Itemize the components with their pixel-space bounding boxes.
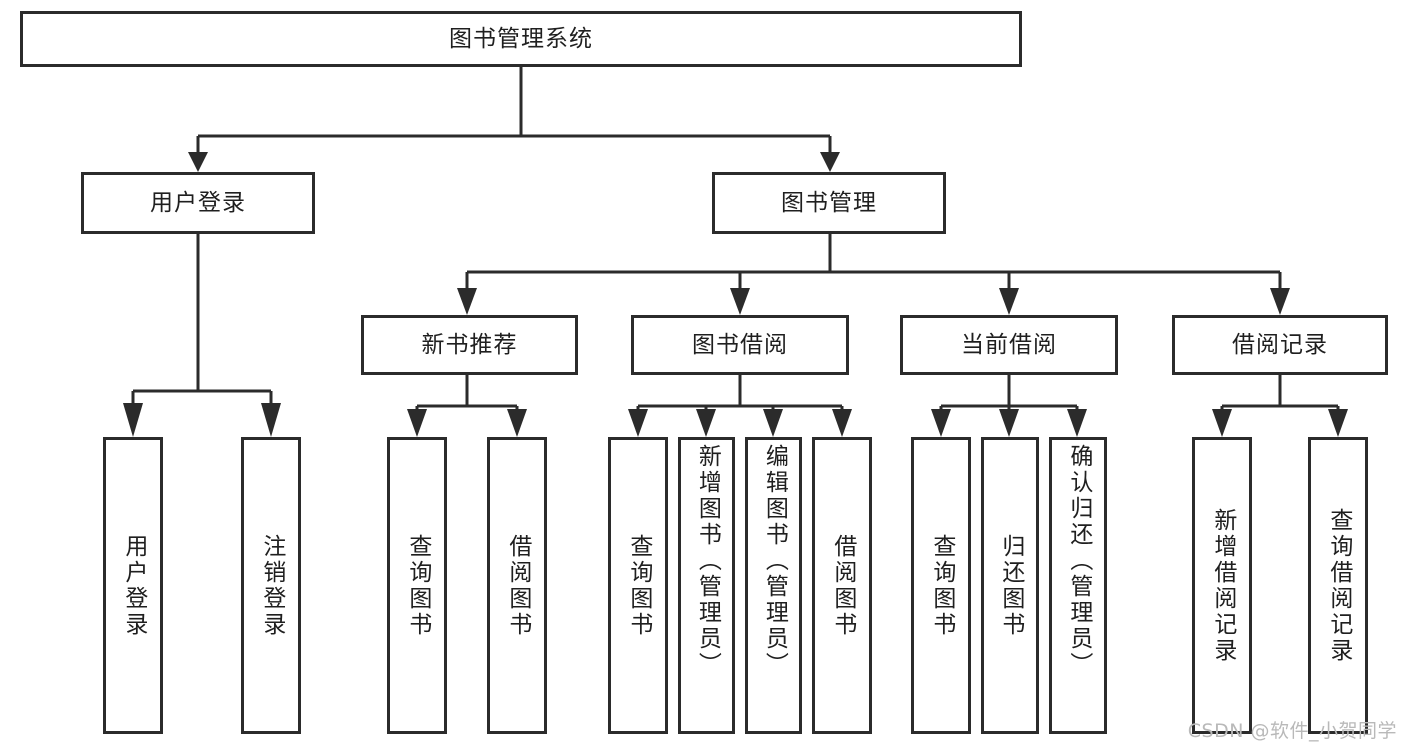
arrow-new-book-leaf2 [507, 409, 527, 437]
leaf-current-confirm-return[interactable]: 确认归还（管理员） [1049, 437, 1107, 734]
node-root[interactable]: 图书管理系统 [20, 11, 1022, 67]
arrow-records-leaf1 [1212, 409, 1232, 437]
leaf-records-query[interactable]: 查询借阅记录 [1308, 437, 1368, 734]
leaf-user-login-signout[interactable]: 注销登录 [241, 437, 301, 734]
node-root-label: 图书管理系统 [449, 25, 593, 52]
arrow-user-login-leaf1 [123, 403, 143, 437]
node-user-login[interactable]: 用户登录 [81, 172, 315, 234]
leaf-current-return-book-label: 归还图书 [997, 533, 1024, 638]
leaf-records-add-label: 新增借阅记录 [1209, 507, 1236, 664]
leaf-current-return-book[interactable]: 归还图书 [981, 437, 1039, 734]
leaf-current-query-book-label: 查询图书 [928, 533, 955, 638]
leaf-user-login-signin-label: 用户登录 [120, 533, 147, 638]
leaf-user-login-signout-label: 注销登录 [258, 533, 285, 638]
leaf-new-book-query-label: 查询图书 [404, 533, 431, 638]
node-current-borrow-label: 当前借阅 [961, 331, 1057, 358]
leaf-records-add[interactable]: 新增借阅记录 [1192, 437, 1252, 734]
arrow-borrow-leaf2 [696, 409, 716, 437]
arrow-to-current [999, 288, 1019, 315]
node-user-login-label: 用户登录 [150, 189, 246, 216]
arrow-to-borrow [730, 288, 750, 315]
node-book-management-label: 图书管理 [781, 189, 877, 216]
node-book-management[interactable]: 图书管理 [712, 172, 946, 234]
arrow-current-leaf1 [931, 409, 951, 437]
watermark: CSDN @软件_小贺同学 [1187, 720, 1397, 742]
leaf-records-query-label: 查询借阅记录 [1325, 507, 1352, 664]
node-borrow-records-label: 借阅记录 [1232, 331, 1328, 358]
arrow-current-leaf3 [1067, 409, 1087, 437]
leaf-new-book-borrow-label: 借阅图书 [504, 533, 531, 638]
arrow-current-leaf2 [999, 409, 1019, 437]
leaf-new-book-borrow[interactable]: 借阅图书 [487, 437, 547, 734]
leaf-borrow-add-book[interactable]: 新增图书（管理员） [678, 437, 735, 734]
arrow-to-records [1270, 288, 1290, 315]
arrow-records-leaf2 [1328, 409, 1348, 437]
leaf-user-login-signin[interactable]: 用户登录 [103, 437, 163, 734]
node-book-borrow-label: 图书借阅 [692, 331, 788, 358]
leaf-borrow-add-book-label: 新增图书（管理员） [694, 444, 721, 678]
arrow-user-login-leaf2 [261, 403, 281, 437]
node-new-book-recommend-label: 新书推荐 [421, 331, 518, 358]
leaf-current-query-book[interactable]: 查询图书 [911, 437, 971, 734]
leaf-new-book-query[interactable]: 查询图书 [387, 437, 447, 734]
arrow-to-new-book [457, 288, 477, 315]
arrow-borrow-leaf3 [763, 409, 783, 437]
arrow-root-to-user-login [188, 152, 208, 172]
leaf-borrow-edit-book-label: 编辑图书（管理员） [761, 444, 788, 678]
arrow-borrow-leaf1 [628, 409, 648, 437]
node-borrow-records[interactable]: 借阅记录 [1172, 315, 1388, 375]
leaf-borrow-borrow-book-label: 借阅图书 [829, 533, 856, 638]
arrow-root-to-book-mgmt [820, 152, 840, 172]
node-book-borrow[interactable]: 图书借阅 [631, 315, 849, 375]
leaf-borrow-query-book-label: 查询图书 [625, 533, 652, 638]
leaf-current-confirm-return-label: 确认归还（管理员） [1065, 444, 1092, 678]
leaf-borrow-query-book[interactable]: 查询图书 [608, 437, 668, 734]
node-current-borrow[interactable]: 当前借阅 [900, 315, 1118, 375]
leaf-borrow-borrow-book[interactable]: 借阅图书 [812, 437, 872, 734]
arrow-new-book-leaf1 [407, 409, 427, 437]
arrow-borrow-leaf4 [832, 409, 852, 437]
leaf-borrow-edit-book[interactable]: 编辑图书（管理员） [745, 437, 802, 734]
node-new-book-recommend[interactable]: 新书推荐 [361, 315, 578, 375]
